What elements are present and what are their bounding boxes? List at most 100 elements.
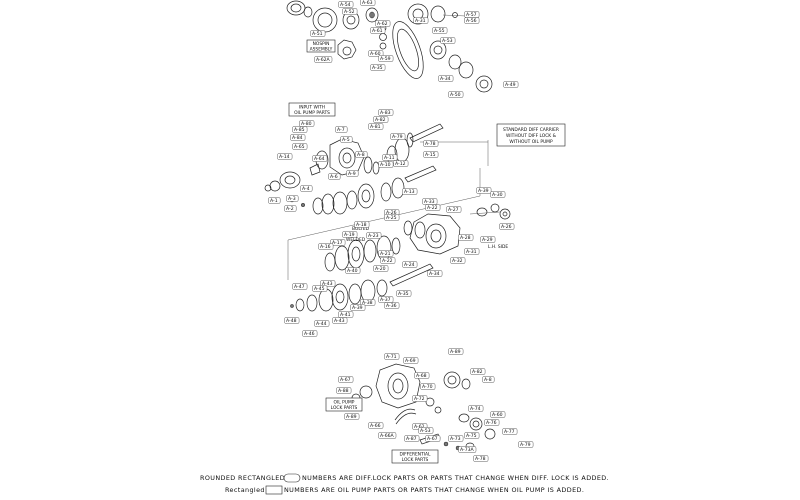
callout-a-55-13: A-55 [432,27,448,34]
callout-a-26-52: A-26 [499,223,515,230]
callout-text: A-22 [427,205,438,211]
callout-a-84-24: A-84 [290,134,306,141]
callout-text: A-53 [442,38,453,44]
note-std-line1: STANDARD DIFF CARRIER [503,127,559,133]
callout-a-2-40: A-2 [284,205,297,212]
callout-a-77-92: A-77 [502,428,518,435]
callout-text: A-48 [286,318,297,324]
callout-text: A-8 [357,152,365,158]
callout-a-89-93: A-89 [344,413,360,420]
callout-text: A-61 [372,28,383,34]
callout-a-17-56: A-17 [330,239,346,246]
callout-a-61-5: A-61 [370,27,386,34]
callout-a-35-9: A-35 [370,64,386,71]
callout-text: A-52 [344,9,355,15]
callout-text: A-8 [484,377,492,383]
callout-a-64-29: A-64 [312,155,328,162]
callout-a-89-82: A-89 [448,348,464,355]
callout-text: A-34 [440,76,451,82]
callout-text: A-39 [478,188,489,194]
note-diff-lock-line2: LOCK PARTS [402,457,429,463]
callout-text: A-75 [466,433,477,439]
callout-a-14-28: A-14 [277,153,293,160]
note-lh-side: L.H. SIDE [488,244,508,250]
callout-a-69-80: A-69 [403,357,419,364]
callout-text: A-67 [340,377,351,383]
callout-a-47-68: A-47 [292,283,308,290]
note-std-line3: WITHOUT OIL PUMP [509,139,553,145]
callout-text: A-29 [482,237,493,243]
callout-a-60-6: A-60 [368,50,384,57]
callout-a-34-65: A-34 [427,270,443,277]
callout-a-20-62: A-20 [373,265,389,272]
note-diff-lock-line1: DIFFERENTIAL [399,452,431,458]
callout-a-28-48: A-28 [458,234,474,241]
callout-text: A-20 [375,266,386,272]
callout-a-81-20: A-81 [368,123,384,130]
callout-a-27-47: A-27 [446,206,462,213]
callout-text: A-89 [450,349,461,355]
callout-text: A-24 [404,262,415,268]
callout-text: A-74 [470,406,481,412]
callout-text: A-7 [337,127,345,133]
callout-a-3-39: A-3 [286,195,299,202]
callout-text: A-17 [332,240,343,246]
callout-text: A-9 [348,171,356,177]
note-oil-lock-line2: LOCK PARTS [331,405,358,411]
callout-text: A-69 [405,358,416,364]
callout-text: A-68 [416,373,427,379]
callout-text: A-35 [398,291,409,297]
callout-text: A-33 [424,199,435,205]
callout-a-19-54: A-19 [342,231,358,238]
note-oil-pump-lock: OIL PUMP LOCK PARTS [325,397,363,412]
callout-text: A-10 [380,162,391,168]
callout-a-87-99: A-87 [404,435,420,442]
callout-text: A-43 [334,318,345,324]
callout-a-45-67: A-45 [312,285,328,292]
callout-text: A-83 [380,110,391,116]
callout-text: A-16 [320,244,331,250]
callout-text: A-13 [404,189,415,195]
callout-a-15-36: A-15 [423,151,439,158]
callout-text: A-5 [342,137,350,143]
callout-text: A-37 [380,297,391,303]
callout-a-18-53: A-18 [354,221,370,228]
callout-a-22-44: A-22 [425,204,441,211]
callout-a-43-66: A-43 [320,280,336,287]
callout-a-83-18: A-83 [378,109,394,116]
callout-a-70-86: A-70 [420,383,436,390]
callout-text: A-32 [452,258,463,264]
callout-text: A-27 [448,207,459,213]
callout-text: A-66A [380,433,395,439]
callout-a-48-75: A-48 [284,317,300,324]
callout-a-63-1: A-63 [360,0,376,6]
callout-a-76-91: A-76 [484,419,500,426]
callout-a-36-72: A-36 [384,302,400,309]
callout-a-57-10: A-57 [464,11,480,18]
callout-text: A-21 [380,251,391,257]
callout-text: A-26 [386,210,397,216]
callout-text: A-84 [292,135,303,141]
callout-text: A-30 [492,192,503,198]
callout-a-67-98: A-67 [425,435,441,442]
callout-a-8-33: A-8 [355,151,368,158]
callout-text: A-62 [414,424,425,430]
callout-text: A-78 [425,141,436,147]
callout-a-11-30: A-11 [382,154,398,161]
callout-text: A-63 [362,0,373,6]
callout-text: A-81 [370,124,381,130]
callout-text: A-46 [304,331,315,337]
callout-text: A-2 [286,206,294,212]
note-oil-lock-line1: OIL PUMP [334,400,355,406]
callout-text: A-31 [466,249,477,255]
callout-text: A-4 [302,186,310,192]
callout-a-38-71: A-38 [360,299,376,306]
legend-rect-icon [265,485,283,495]
callout-text: A-82 [375,117,386,123]
callout-text: A-89 [346,414,357,420]
callout-a-53-97: A-53 [418,427,434,434]
callout-text: A-43 [322,281,333,287]
callout-a-41-74: A-41 [338,311,354,318]
callout-a-72-88: A-72 [412,395,428,402]
